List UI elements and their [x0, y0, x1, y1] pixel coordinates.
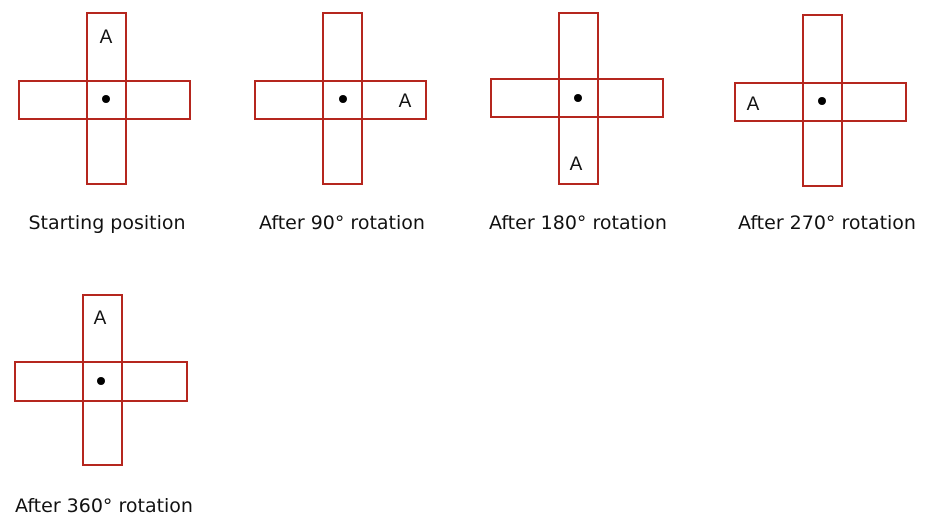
- figure-caption: After 180° rotation: [489, 212, 667, 234]
- marker-label: A: [94, 308, 107, 329]
- cross-vertical-bar: [558, 12, 599, 185]
- marker-label: A: [100, 27, 113, 48]
- center-dot: [97, 377, 105, 385]
- marker-label: A: [747, 94, 760, 115]
- figure-after-180: A After 180° rotation: [489, 12, 667, 234]
- figure-after-270: A After 270° rotation: [734, 14, 916, 234]
- figure-after-360: A After 360° rotation: [14, 294, 193, 517]
- cross-horizontal-bar: [254, 80, 427, 120]
- figure-caption: Starting position: [28, 212, 185, 234]
- figure-caption: After 270° rotation: [738, 212, 916, 234]
- marker-label: A: [399, 91, 412, 112]
- cross-horizontal-bar: [14, 361, 188, 402]
- cross-vertical-bar: [802, 14, 843, 187]
- figure-caption: After 360° rotation: [15, 495, 193, 517]
- cross-horizontal-bar: [734, 82, 907, 122]
- cross-vertical-bar: [322, 12, 363, 185]
- figure-caption: After 90° rotation: [259, 212, 425, 234]
- figure-after-90: A After 90° rotation: [254, 12, 427, 234]
- cross-vertical-bar: [86, 12, 127, 185]
- marker-label: A: [570, 154, 583, 175]
- center-dot: [339, 95, 347, 103]
- center-dot: [818, 97, 826, 105]
- cross-horizontal-bar: [18, 80, 191, 120]
- cross-horizontal-bar: [490, 78, 664, 118]
- figure-starting-position: A Starting position: [18, 12, 191, 234]
- center-dot: [102, 95, 110, 103]
- center-dot: [574, 94, 582, 102]
- cross-vertical-bar: [82, 294, 123, 466]
